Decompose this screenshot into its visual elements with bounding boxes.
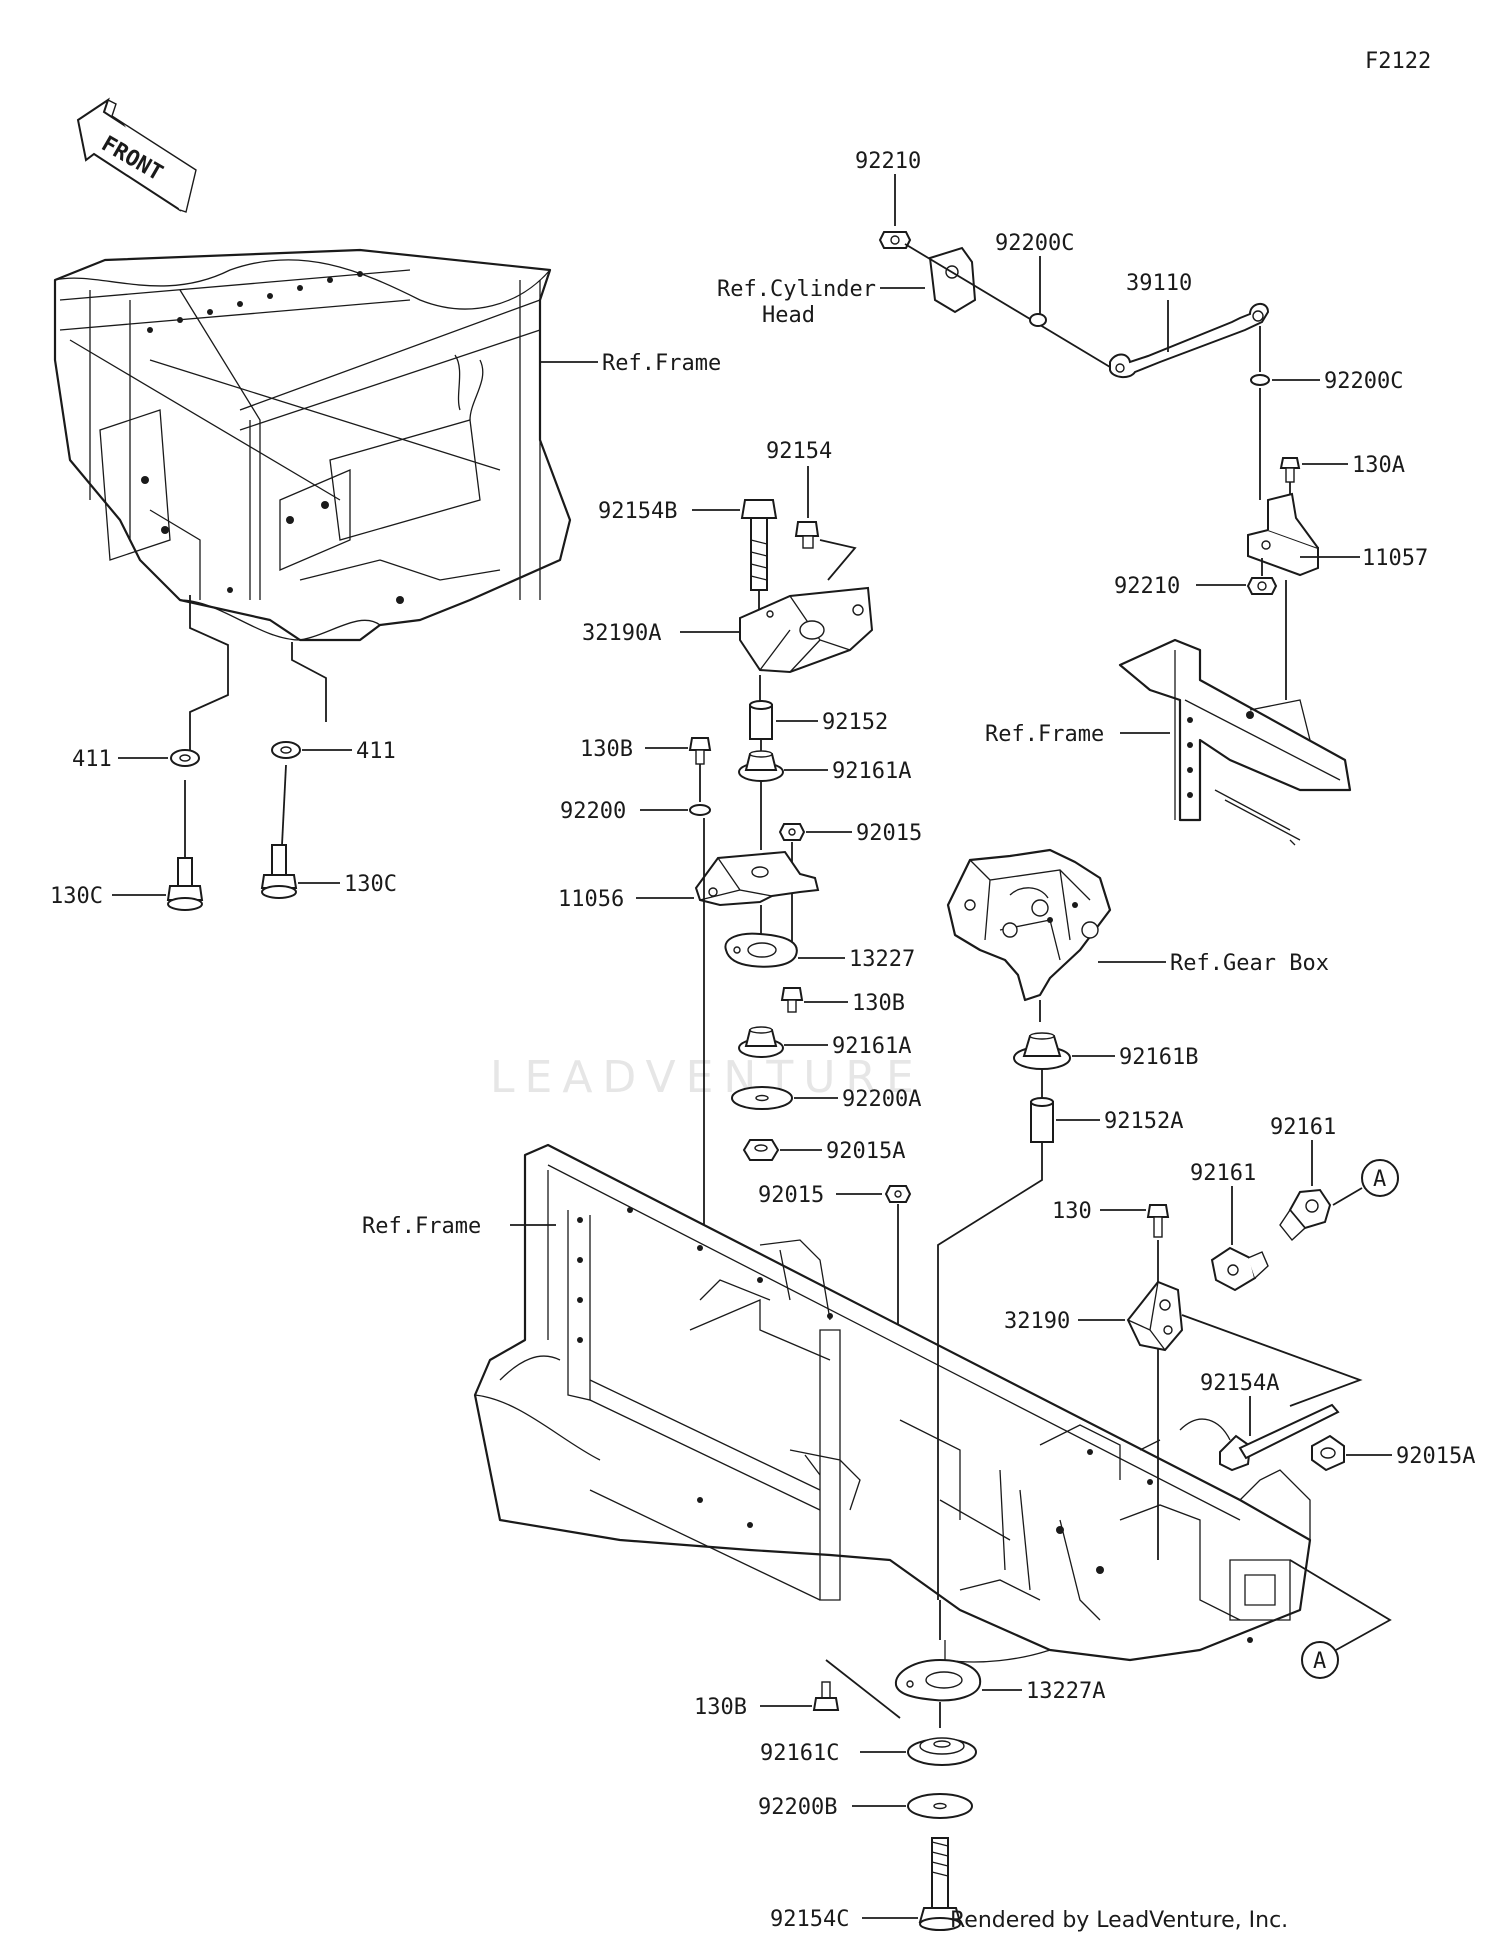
figure-id: F2122 — [1365, 49, 1431, 74]
label-11057: 11057 — [1362, 546, 1428, 571]
label-92161C: 92161C — [760, 1741, 839, 1766]
label-92152: 92152 — [822, 710, 888, 735]
label-92200B: 92200B — [758, 1795, 837, 1820]
plate-13227 — [724, 932, 798, 968]
label-92015A-b: 92015A — [1396, 1444, 1475, 1469]
label-39110: 39110 — [1126, 271, 1192, 296]
bolt-92154B — [740, 499, 778, 591]
ref-gear-box-label: Ref.Gear Box — [1170, 951, 1329, 976]
label-92161A-top: 92161A — [832, 759, 911, 784]
label-92161-a: 92161 — [1270, 1115, 1336, 1140]
label-92154: 92154 — [766, 439, 832, 464]
plate-13227A — [894, 1658, 982, 1702]
washer-92200A — [731, 1086, 793, 1110]
nut-92015-b — [884, 1185, 912, 1203]
washer-92200B — [907, 1793, 973, 1819]
bracket-11057 — [1247, 492, 1319, 577]
label-92154C: 92154C — [770, 1907, 849, 1932]
label-32190A: 32190A — [582, 621, 661, 646]
frame-top-left — [53, 248, 572, 642]
label-411-right: 411 — [356, 739, 396, 764]
bracket-11056 — [694, 850, 820, 907]
bushing-92161A-bottom — [738, 1026, 784, 1058]
bolt-130 — [1146, 1204, 1170, 1238]
nut-92210-top — [878, 231, 912, 249]
label-92152A: 92152A — [1104, 1109, 1183, 1134]
nut-92015A-b — [1311, 1434, 1345, 1472]
bolt-130C-left — [166, 857, 204, 911]
nut-92015-a — [778, 823, 806, 841]
bolt-130B-b — [780, 987, 804, 1013]
bolt-92154C — [918, 1837, 962, 1931]
label-92015-b: 92015 — [758, 1183, 824, 1208]
nut-92210-b — [1246, 577, 1278, 595]
label-130B-c: 130B — [694, 1695, 747, 1720]
washer-92200C-b — [1250, 374, 1270, 386]
washer-92200 — [689, 804, 711, 816]
label-92154B: 92154B — [598, 499, 677, 524]
callout-A-bottom-label: A — [1313, 1649, 1326, 1674]
label-13227: 13227 — [849, 947, 915, 972]
label-130: 130 — [1052, 1199, 1092, 1224]
label-92200C-b: 92200C — [1324, 369, 1403, 394]
label-130C-left: 130C — [50, 884, 103, 909]
bushing-92161B — [1013, 1032, 1071, 1070]
label-130C-right: 130C — [344, 872, 397, 897]
bolt-92154 — [794, 521, 820, 549]
cylinder-head-bracket — [928, 246, 977, 314]
label-130B-b: 130B — [852, 991, 905, 1016]
bolt-130A — [1279, 457, 1301, 483]
bolt-130B-a — [688, 737, 712, 765]
label-92210-top: 92210 — [855, 149, 921, 174]
callout-A-bottom: A — [1301, 1641, 1339, 1679]
gear-box — [946, 848, 1112, 1002]
bolt-92154A — [1219, 1403, 1340, 1472]
washer-92200C-a — [1029, 313, 1047, 327]
frame-main — [473, 1143, 1312, 1663]
callout-A-top: A — [1361, 1159, 1399, 1197]
label-92161-b: 92161 — [1190, 1161, 1256, 1186]
label-92161A-bottom: 92161A — [832, 1034, 911, 1059]
label-32190: 32190 — [1004, 1309, 1070, 1334]
ref-frame-label-right: Ref.Frame — [985, 722, 1104, 747]
label-130B-a: 130B — [580, 737, 633, 762]
rendered-credit: Rendered by LeadVenture, Inc. — [950, 1908, 1288, 1933]
torque-rod-39110 — [1109, 303, 1270, 378]
ref-frame-label-main: Ref.Frame — [362, 1214, 481, 1239]
label-130A: 130A — [1352, 453, 1405, 478]
label-92200: 92200 — [560, 799, 626, 824]
bracket-32190A — [739, 586, 874, 674]
front-arrow-icon: FRONT — [76, 97, 197, 213]
label-92200C-a: 92200C — [995, 231, 1074, 256]
spacer-92152 — [749, 700, 773, 740]
mount-92161-a — [1279, 1188, 1332, 1242]
label-92015A-a: 92015A — [826, 1139, 905, 1164]
label-411-left: 411 — [72, 747, 112, 772]
ref-frame-label-top-left: Ref.Frame — [602, 351, 721, 376]
label-92015-a: 92015 — [856, 821, 922, 846]
label-92161B: 92161B — [1119, 1045, 1198, 1070]
callout-A-top-label: A — [1373, 1167, 1386, 1192]
frame-right-fragment — [1118, 638, 1352, 846]
label-92154A: 92154A — [1200, 1371, 1279, 1396]
bolt-130B-c — [812, 1681, 840, 1711]
label-11056: 11056 — [558, 887, 624, 912]
bracket-32190 — [1126, 1280, 1184, 1352]
spacer-92152A — [1030, 1097, 1054, 1143]
ref-cylinder-head-line2: Head — [762, 303, 815, 328]
watermark: LEADVENTURE — [490, 1052, 924, 1103]
label-92210-b: 92210 — [1114, 574, 1180, 599]
bolt-130C-right — [260, 844, 298, 899]
bushing-92161C — [907, 1737, 977, 1766]
mount-92161-b — [1210, 1246, 1269, 1292]
label-13227A: 13227A — [1026, 1679, 1105, 1704]
bushing-92161A-top — [738, 750, 784, 782]
ref-cylinder-head-line1: Ref.Cylinder — [717, 277, 876, 302]
nut-92015A-a — [742, 1139, 780, 1161]
label-92200A: 92200A — [842, 1087, 921, 1112]
